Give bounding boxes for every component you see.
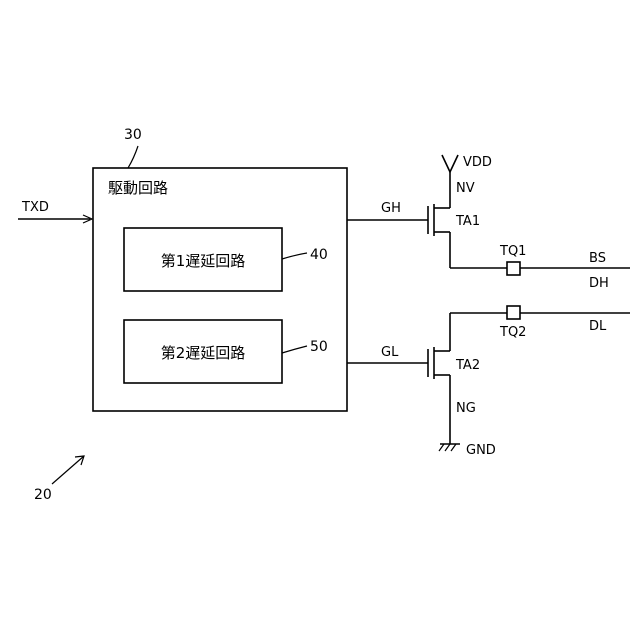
delay-circuit-1-ref: 40 xyxy=(310,247,328,263)
delay-circuit-2-ref: 50 xyxy=(310,339,328,355)
dl-label: DL xyxy=(589,319,607,334)
tq1-label: TQ1 xyxy=(499,244,526,259)
delay-circuit-2-label: 第2遅延回路 xyxy=(161,344,246,362)
drive-circuit-label: 駆動回路 xyxy=(108,179,168,197)
gnd-hatch-2 xyxy=(445,444,450,451)
ta1-label: TA1 xyxy=(455,214,480,229)
figure-ref-label: 20 xyxy=(34,487,52,503)
tq1-terminal xyxy=(507,262,520,275)
drive-circuit-ref: 30 xyxy=(124,127,142,143)
delay-circuit-1-label: 第1遅延回路 xyxy=(161,252,246,270)
bs-label: BS xyxy=(589,251,606,266)
vdd-label: VDD xyxy=(463,155,492,170)
tq2-label: TQ2 xyxy=(499,325,526,340)
nv-label: NV xyxy=(456,181,475,196)
ng-label: NG xyxy=(456,401,476,416)
transistor-ta1 xyxy=(428,172,450,268)
gnd-hatch-3 xyxy=(451,444,456,451)
gnd-symbol xyxy=(439,444,460,451)
drive-circuit-leader xyxy=(128,146,138,168)
gnd-label: GND xyxy=(466,443,496,458)
vdd-symbol xyxy=(442,155,458,172)
gh-label: GH xyxy=(381,201,401,216)
gnd-hatch-1 xyxy=(439,444,444,451)
dh-label: DH xyxy=(589,276,609,291)
figure-ref-arrow-line xyxy=(52,456,84,484)
transistor-ta2 xyxy=(428,313,450,444)
ta2-label: TA2 xyxy=(455,358,480,373)
gl-label: GL xyxy=(381,345,399,360)
txd-label: TXD xyxy=(21,200,49,215)
tq2-terminal xyxy=(507,306,520,319)
